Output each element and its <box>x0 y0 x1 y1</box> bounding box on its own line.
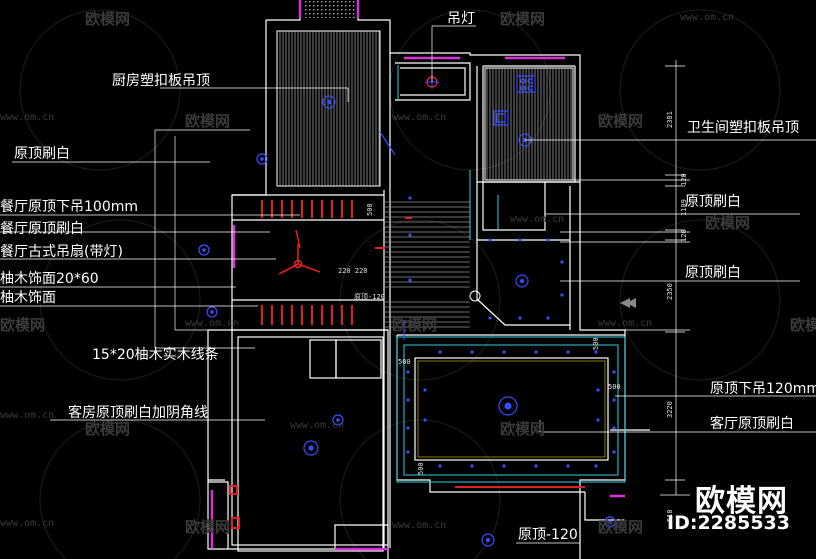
watermark-text: 欧模网 <box>185 518 231 536</box>
dim-v2: 120 <box>680 173 688 186</box>
dim-220: 220 220 <box>338 267 368 275</box>
watermark-text: 欧模网 <box>85 420 131 438</box>
watermark-url: www.om.cn <box>392 112 447 123</box>
label-dining-fan: 餐厅古式吊扇(带灯) <box>0 244 123 260</box>
watermark-url: www.om.cn <box>680 12 735 23</box>
label-living-white: 客厅原顶刷白 <box>710 416 794 432</box>
watermark-url: www.om.cn <box>0 112 55 123</box>
label-teak-trim-size: 柚木饰面20*60 <box>0 271 99 287</box>
leader-lines <box>0 25 816 544</box>
watermark-text: 欧模网 <box>0 316 46 334</box>
watermark-text: 欧模网 <box>85 10 131 28</box>
watermark-text: 欧模网 <box>392 316 438 334</box>
label-pendant-lamp: 吊灯 <box>447 11 475 27</box>
brand-watermark: 欧模网 <box>695 484 788 519</box>
dim-500-v: 500 <box>417 462 425 475</box>
label-orig-white-left: 原顶刷白 <box>14 146 70 162</box>
dim-500: 500 <box>398 358 411 366</box>
watermark-url: www.om.cn <box>0 410 55 421</box>
bathroom-ceiling-panel <box>484 67 574 181</box>
dim-500-v: 500 <box>592 337 600 350</box>
living-drop-ceiling <box>414 357 609 461</box>
dim-v3: 1109 <box>680 199 688 216</box>
stair-hatch-1 <box>385 198 470 288</box>
dim-v6: 3220 <box>666 401 674 418</box>
cyan-strips <box>396 65 626 483</box>
label-guest-room: 客房原顶刷白加阴角线 <box>68 405 208 421</box>
stair-hatch-2 <box>385 300 470 330</box>
label-dining-drop: 餐厅原顶下吊100mm <box>0 199 138 215</box>
corridor-column <box>469 290 481 302</box>
brand-id: ID:2285533 <box>667 512 790 534</box>
label-living-drop: 原顶下吊120mm <box>710 381 816 397</box>
dotted-slab <box>304 0 356 18</box>
watermark-text: 欧模网 <box>500 10 546 28</box>
watermark-text: 欧模网 <box>790 316 816 334</box>
dim-500: 500 <box>608 383 621 391</box>
ceiling-lights <box>198 75 616 547</box>
label-orig-white-r2: 原顶刷白 <box>685 265 741 281</box>
watermark-url: www.om.cn <box>510 214 565 225</box>
ceiling-fans <box>278 229 321 275</box>
watermark-text: 欧模网 <box>500 420 546 438</box>
label-teak-strip: 15*20柚木实木线条 <box>92 347 219 363</box>
watermark-text: 欧模网 <box>705 214 751 232</box>
watermark-url: www.om.cn <box>598 318 653 329</box>
arrow-icon-2 <box>626 298 636 308</box>
watermark-url: www.om.cn <box>290 420 345 431</box>
dim-500-v: 500 <box>366 203 374 216</box>
watermark-text: 欧模网 <box>598 112 644 130</box>
watermark-text: 欧模网 <box>185 112 231 130</box>
label-dining-white: 餐厅原顶刷白 <box>0 221 84 237</box>
dim-v1: 2381 <box>666 111 674 128</box>
watermark-text: 欧模网 <box>598 518 644 536</box>
watermark-url: www.om.cn <box>392 520 447 531</box>
label-teak-trim: 柚木饰面 <box>0 290 56 306</box>
arrow-icon <box>620 298 630 308</box>
label-orig-white-r1: 原顶刷白 <box>685 194 741 210</box>
teak-trim-strips <box>229 200 585 529</box>
watermark-url: www.om.cn <box>0 518 55 529</box>
dim-mid-label: 原顶-120 <box>354 293 385 301</box>
label-bathroom-ceiling: 卫生间塑扣板吊顶 <box>687 120 799 136</box>
living-inner <box>417 360 606 458</box>
downlights <box>406 196 616 468</box>
watermark-url: www.om.cn <box>185 318 240 329</box>
label-orig-bottom: 原顶-120 <box>518 527 578 543</box>
dim-v5: 2350 <box>666 283 674 300</box>
label-kitchen-ceiling: 厨房塑扣板吊顶 <box>112 73 210 89</box>
dim-v4: 120 <box>680 229 688 242</box>
